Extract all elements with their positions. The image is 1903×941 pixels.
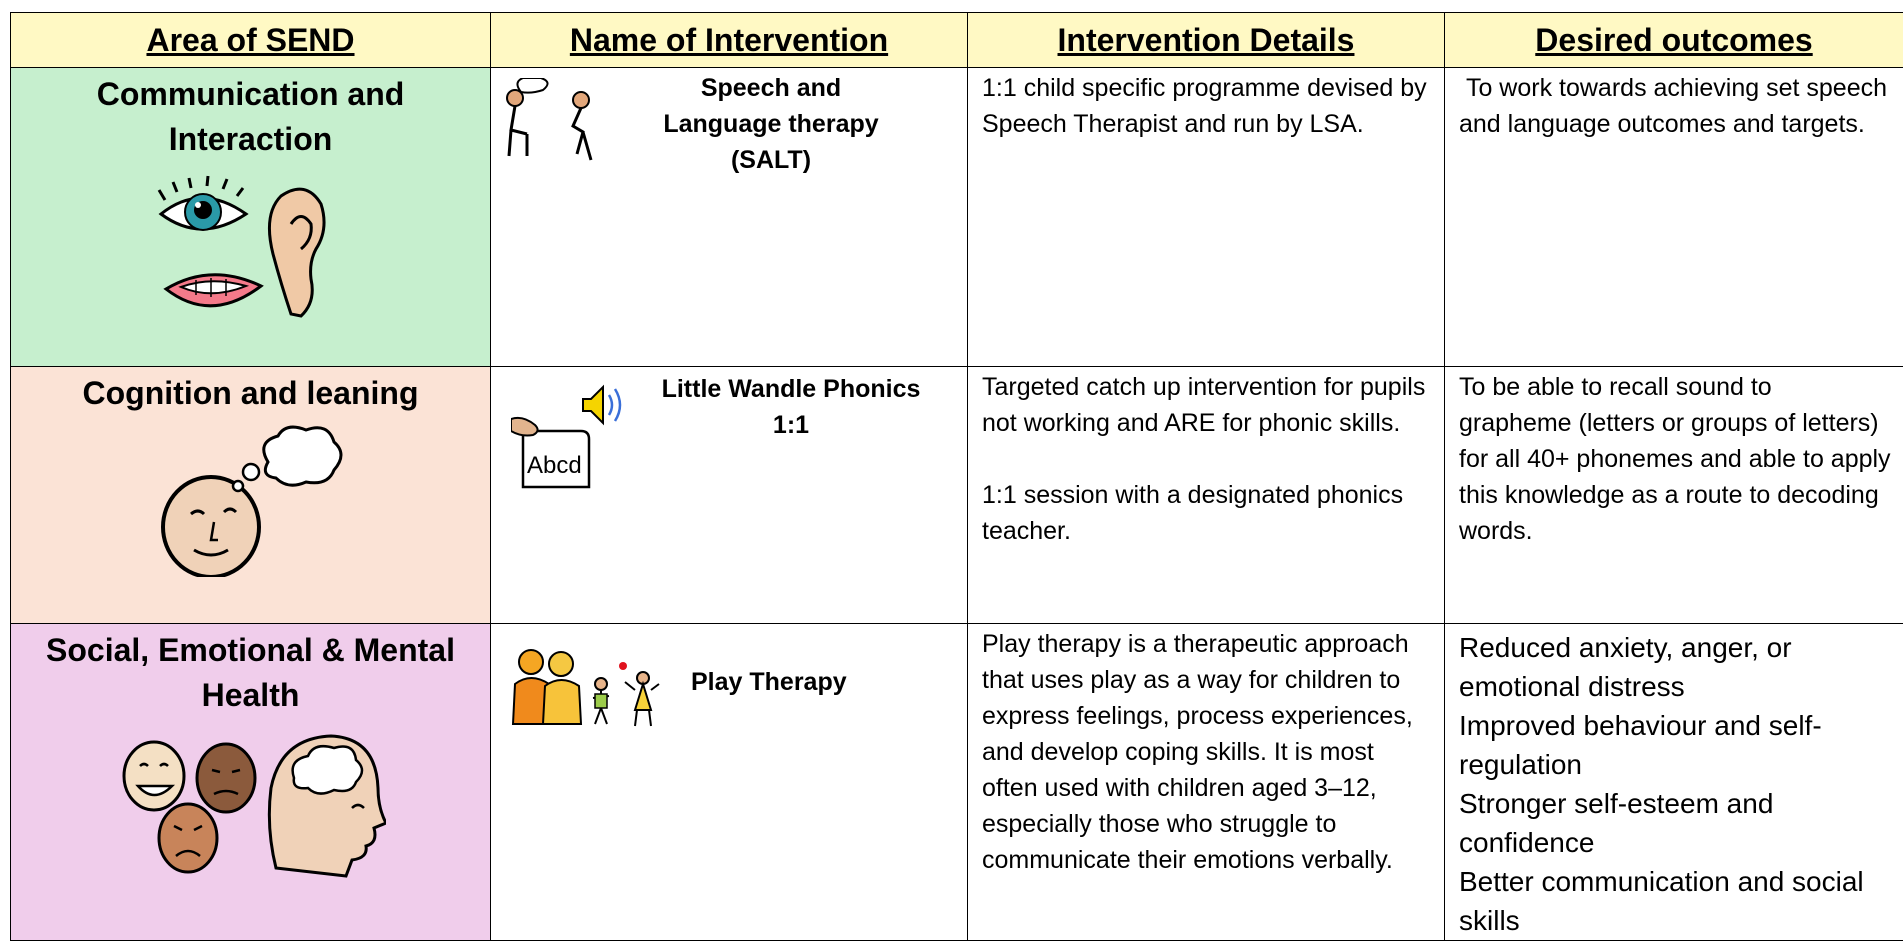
eye-icon <box>159 176 246 230</box>
intervention-name: Little Wandle Phonics 1:1 <box>641 371 941 443</box>
intervention-cell: Abcd Little Wandle Phonics 1:1 <box>491 367 968 624</box>
emotions-picture <box>116 728 386 878</box>
area-label: Social, Emotional & Mental Health <box>11 628 490 718</box>
outcome-item: Improved behaviour and self-regulation <box>1459 706 1891 784</box>
area-label: Communication and Interaction <box>11 72 490 162</box>
details-cell: 1:1 child specific programme devised by … <box>968 68 1445 367</box>
outcomes-cell: To work towards achieving set speech and… <box>1445 68 1903 367</box>
header-details: Intervention Details <box>968 13 1445 68</box>
header-row: Area of SEND Name of Intervention Interv… <box>11 13 1903 68</box>
header-outcomes: Desired outcomes <box>1445 13 1903 68</box>
area-cell: Cognition and leaning <box>11 367 491 624</box>
table-row: Cognition and leaning Abcd <box>11 367 1903 624</box>
outcomes-cell: To be able to recall sound to grapheme (… <box>1445 367 1903 624</box>
family-icon <box>509 644 669 734</box>
speaker-icon <box>583 387 620 423</box>
card-text: Abcd <box>527 452 582 479</box>
header-area: Area of SEND <box>11 13 491 68</box>
table-row: Communication and Interaction <box>11 68 1903 367</box>
details-paragraph: 1:1 child specific programme devised by … <box>982 70 1432 142</box>
intervention-cell: Play Therapy <box>491 624 968 941</box>
talking-people-icon <box>503 78 595 168</box>
area-cell: Social, Emotional & Mental Health <box>11 624 491 941</box>
faces-icon <box>124 742 255 872</box>
area-label: Cognition and leaning <box>11 371 490 416</box>
communication-picture <box>151 174 351 324</box>
thinking-head-icon <box>156 422 346 577</box>
intervention-name: Play Therapy <box>691 664 847 700</box>
area-cell: Communication and Interaction <box>11 68 491 367</box>
mouth-icon <box>166 275 261 306</box>
intervention-cell: Speech and Language therapy (SALT) <box>491 68 968 367</box>
details-paragraph: 1:1 session with a designated phonics te… <box>982 477 1432 549</box>
outcome-item: Reduced anxiety, anger, or emotional dis… <box>1459 628 1891 706</box>
outcomes-cell: Reduced anxiety, anger, or emotional dis… <box>1445 624 1903 941</box>
table-row: Social, Emotional & Mental Health <box>11 624 1903 941</box>
details-paragraph: Play therapy is a therapeutic approach t… <box>982 626 1432 878</box>
header-intervention: Name of Intervention <box>491 13 968 68</box>
outcome-item: Better communication and social skills <box>1459 862 1891 940</box>
outcome-paragraph: To be able to recall sound to grapheme (… <box>1459 369 1891 549</box>
intervention-name: Speech and Language therapy (SALT) <box>641 70 901 178</box>
ear-icon <box>269 189 324 316</box>
details-cell: Play therapy is a therapeutic approach t… <box>968 624 1445 941</box>
details-paragraph: Targeted catch up intervention for pupil… <box>982 369 1432 441</box>
phonics-card-icon: Abcd <box>511 379 631 489</box>
outcome-paragraph: To work towards achieving set speech and… <box>1459 70 1891 142</box>
details-cell: Targeted catch up intervention for pupil… <box>968 367 1445 624</box>
brain-head-icon <box>269 736 386 876</box>
interventions-table: Area of SEND Name of Intervention Interv… <box>10 12 1903 941</box>
outcome-item: Stronger self-esteem and confidence <box>1459 784 1891 862</box>
